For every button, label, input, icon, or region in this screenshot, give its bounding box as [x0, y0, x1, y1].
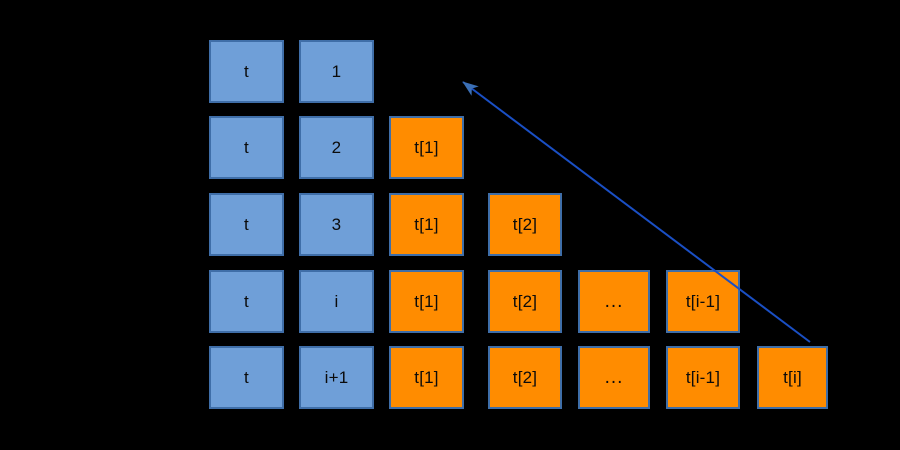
grid-cell-r2-c2: t[1]	[389, 193, 464, 256]
grid-cell-r1-c0: t	[209, 116, 284, 179]
grid-cell-r4-c5: t[i-1]	[666, 346, 740, 409]
grid-cell-r4-c0: t	[209, 346, 284, 409]
grid-cell-r4-c6: t[i]	[757, 346, 828, 409]
grid-cell-r4-c3: t[2]	[488, 346, 562, 409]
grid-cell-r3-c1: i	[299, 270, 374, 333]
grid-cell-r1-c2: t[1]	[389, 116, 464, 179]
grid-cell-r4-c2: t[1]	[389, 346, 464, 409]
grid-cell-r3-c5: t[i-1]	[666, 270, 740, 333]
grid-cell-r2-c1: 3	[299, 193, 374, 256]
grid-cell-r3-c0: t	[209, 270, 284, 333]
grid-cell-r4-c1: i+1	[299, 346, 374, 409]
grid-cell-r2-c0: t	[209, 193, 284, 256]
grid-cell-r3-c2: t[1]	[389, 270, 464, 333]
grid-cell-r0-c0: t	[209, 40, 284, 103]
grid-cell-r4-c4: ...	[578, 346, 650, 409]
grid-cell-r1-c1: 2	[299, 116, 374, 179]
grid-cell-r3-c3: t[2]	[488, 270, 562, 333]
grid-cell-r2-c3: t[2]	[488, 193, 562, 256]
grid-cell-r3-c4: ...	[578, 270, 650, 333]
grid-cell-r0-c1: 1	[299, 40, 374, 103]
